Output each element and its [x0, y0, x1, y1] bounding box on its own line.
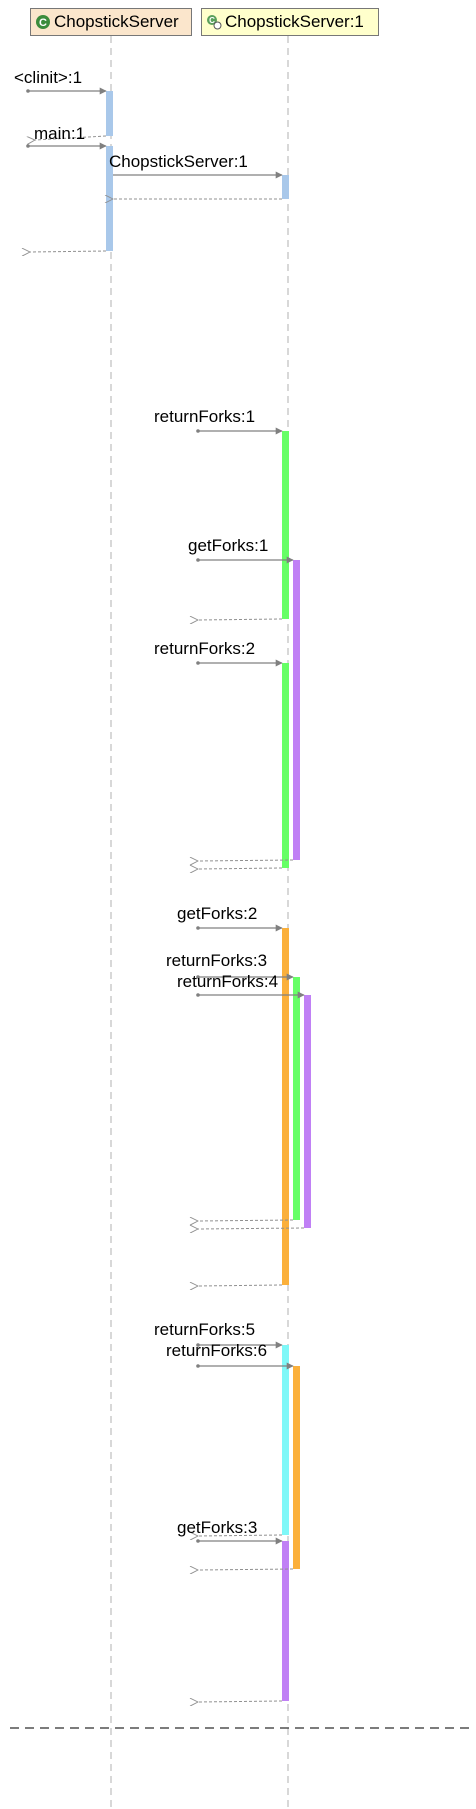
activation-bar	[304, 995, 311, 1228]
activation-bar	[282, 1541, 289, 1701]
message-label: main:1	[34, 124, 85, 143]
message-label: getForks:1	[188, 536, 268, 555]
svg-text:C: C	[209, 16, 215, 25]
return-arrow	[198, 860, 294, 861]
return-arrow	[198, 868, 283, 869]
activation-bar	[282, 431, 289, 619]
call-arrow	[26, 87, 107, 95]
participant-label: ChopstickServer	[54, 12, 179, 31]
activation-bar	[106, 91, 113, 136]
activation-bar	[293, 560, 300, 860]
participant-label: ChopstickServer:1	[225, 12, 364, 31]
return-arrow	[30, 251, 107, 252]
return-arrow	[198, 1285, 283, 1286]
message-label: returnForks:6	[166, 1341, 267, 1360]
message-label: ChopstickServer:1	[109, 152, 248, 171]
message-label: getForks:2	[177, 904, 257, 923]
return-arrow	[35, 135, 107, 140]
svg-text:C: C	[39, 17, 47, 29]
return-arrow	[198, 1228, 305, 1229]
class-c-icon: C	[36, 15, 50, 29]
call-arrow	[196, 659, 283, 667]
activation-bar	[293, 1366, 300, 1569]
call-arrow	[196, 556, 294, 564]
call-arrow	[26, 142, 107, 150]
message-label: returnForks:1	[154, 407, 255, 426]
call-arrow	[196, 991, 305, 999]
return-arrow	[198, 619, 283, 620]
message-label: returnForks:5	[154, 1320, 255, 1339]
activation-bar	[293, 977, 300, 1220]
message-label: returnForks:2	[154, 639, 255, 658]
return-arrow	[198, 1220, 294, 1221]
participant-chopstick-server[interactable]: C ChopstickServer	[30, 8, 192, 36]
return-arrow	[198, 1701, 283, 1702]
activation-bar	[282, 175, 289, 199]
call-arrow	[196, 427, 283, 435]
message-label: returnForks:3	[166, 951, 267, 970]
instance-object-icon: C	[207, 15, 222, 30]
participant-chopstick-server-instance[interactable]: C ChopstickServer:1	[201, 8, 379, 36]
activation-bar	[282, 663, 289, 868]
message-label: getForks:3	[177, 1518, 257, 1537]
return-arrow	[198, 1569, 294, 1570]
call-arrow	[196, 1362, 294, 1370]
call-arrow	[196, 973, 294, 981]
call-arrow	[196, 1341, 283, 1349]
activation-bar	[282, 928, 289, 1285]
message-label: returnForks:4	[177, 972, 278, 991]
activation-bar	[282, 1345, 289, 1535]
call-arrow	[196, 1537, 283, 1545]
call-arrow	[196, 924, 283, 932]
message-label: <clinit>:1	[14, 68, 82, 87]
return-arrow	[198, 1535, 283, 1536]
